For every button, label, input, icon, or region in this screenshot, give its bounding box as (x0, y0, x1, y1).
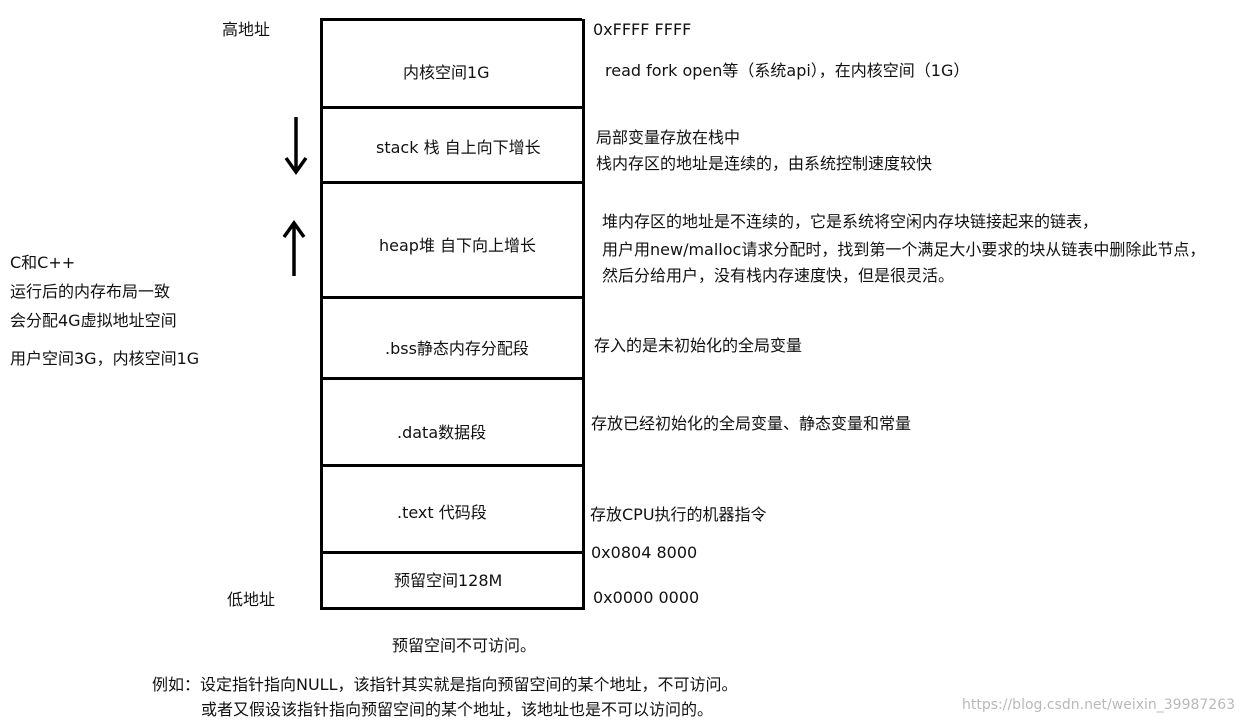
divider-stack-heap (320, 181, 585, 184)
segment-data-label: .data数据段 (397, 423, 487, 442)
segment-reserved-label: 预留空间128M (394, 571, 503, 590)
segment-stack-label: stack 栈 自上向下增长 (376, 138, 541, 157)
divider-data-text (320, 464, 585, 467)
segment-bss: .bss静态内存分配段 (320, 297, 585, 379)
footer-line-1: 预留空间不可访问。 (392, 636, 537, 655)
desc-text: 存放CPU执行的机器指令 (590, 505, 767, 524)
segment-data: .data数据段 (320, 379, 585, 466)
divider-bottom (320, 607, 585, 610)
divider-bss-data (320, 377, 585, 380)
desc-bss: 存入的是未初始化的全局变量 (594, 336, 803, 355)
divider-text-reserved (320, 551, 585, 554)
arrow-down-icon (284, 117, 308, 176)
segment-bss-label: .bss静态内存分配段 (385, 339, 529, 358)
segment-text-label: .text 代码段 (397, 503, 487, 522)
segment-heap-label: heap堆 自下向上增长 (379, 236, 537, 255)
address-top: 0xFFFF FFFF (593, 20, 692, 39)
side-note-line-1: C和C++ (10, 253, 76, 272)
side-note-line-4: 用户空间3G，内核空间1G (10, 349, 200, 368)
low-address-label: 低地址 (227, 590, 276, 609)
side-note-line-2: 运行后的内存布局一致 (10, 282, 171, 301)
divider-top (320, 18, 582, 21)
watermark: https://blog.csdn.net/weixin_39987263 (962, 697, 1236, 713)
high-address-label: 高地址 (222, 20, 271, 39)
desc-stack-line-1: 局部变量存放在栈中 (596, 128, 741, 147)
desc-heap-line-3: 然后分给用户，没有栈内存速度快，但是很灵活。 (602, 266, 955, 285)
desc-heap-line-1: 堆内存区的地址是不连续的，它是系统将空闲内存块链接起来的链表， (602, 212, 1099, 231)
address-bottom: 0x0000 0000 (593, 588, 700, 607)
side-note-line-3: 会分配4G虚拟地址空间 (10, 311, 177, 330)
segment-kernel-label: 内核空间1G (403, 63, 490, 82)
desc-kernel: read fork open等（系统api），在内核空间（1G） (605, 61, 970, 80)
segment-heap: heap堆 自下向上增长 (320, 182, 585, 297)
segment-reserved: 预留空间128M (320, 553, 585, 610)
segment-stack: stack 栈 自上向下增长 (320, 109, 585, 182)
segment-kernel: 内核空间1G (320, 19, 585, 109)
divider-kernel-stack (320, 106, 582, 109)
address-text-start: 0x0804 8000 (591, 543, 698, 562)
desc-data: 存放已经初始化的全局变量、静态变量和常量 (591, 414, 912, 433)
segment-text: .text 代码段 (320, 466, 585, 553)
desc-heap-line-2: 用户用new/malloc请求分配时，找到第一个满足大小要求的块从链表中删除此节… (602, 240, 1206, 259)
desc-stack-line-2: 栈内存区的地址是连续的，由系统控制速度较快 (596, 154, 933, 173)
divider-heap-bss (320, 296, 585, 299)
footer-line-2: 例如：设定指针指向NULL，该指针其实就是指向预留空间的某个地址，不可访问。 (152, 675, 738, 694)
arrow-up-icon (282, 220, 306, 276)
footer-line-3: 或者又假设该指针指向预留空间的某个地址，该地址也是不可以访问的。 (201, 700, 714, 719)
